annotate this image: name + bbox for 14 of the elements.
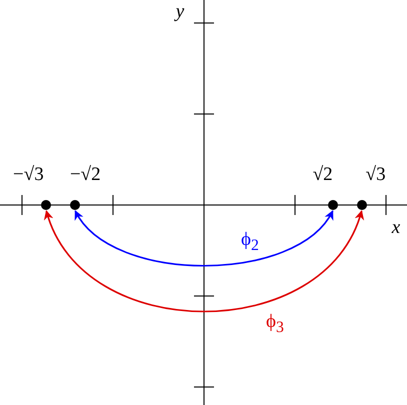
point-marker — [356, 200, 367, 210]
edge-label: ϕ$_{3}$ — [266, 311, 284, 338]
curved-arrow — [74, 210, 334, 266]
axis-label: y — [176, 1, 184, 23]
edge-label: ϕ$_{2}$ — [241, 229, 259, 256]
curved-arrow — [45, 210, 363, 312]
point-marker — [41, 200, 52, 210]
point-label: √3 — [366, 164, 386, 186]
axis-label: x — [392, 217, 400, 239]
point-marker — [328, 200, 338, 210]
point-label: −√3 — [13, 164, 44, 186]
point-label: −√2 — [70, 164, 101, 186]
point-marker — [70, 200, 80, 210]
point-label: √2 — [312, 164, 333, 186]
